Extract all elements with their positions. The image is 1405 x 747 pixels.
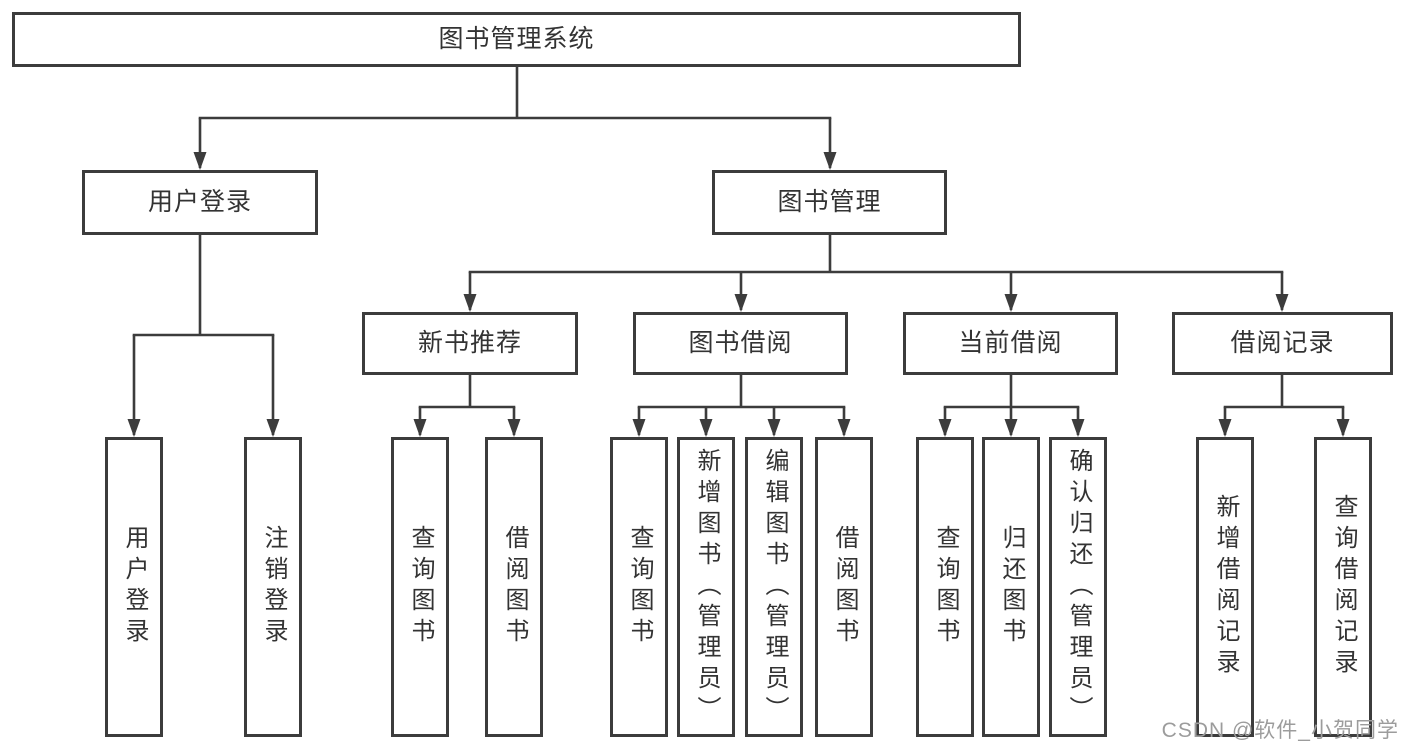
arrowhead-borrow-record [1275,294,1289,312]
arrowhead-leaf-borrow-books-2 [837,419,851,437]
arrowhead-leaf-return-books [1004,419,1018,437]
node-leaf-logout-label: 注销登录 [260,525,287,649]
node-leaf-edit-books-admin: 编辑图书（管理员） [745,437,803,737]
arrowhead-leaf-add-borrow-record [1218,419,1232,437]
node-leaf-query-borrow-record-label: 查询借阅记录 [1330,494,1357,680]
node-leaf-query-books-2-label: 查询图书 [626,525,653,649]
node-leaf-add-borrow-record-label: 新增借阅记录 [1212,494,1239,680]
node-leaf-return-books-label: 归还图书 [998,525,1025,649]
node-leaf-borrow-books-2-label: 借阅图书 [831,525,858,649]
node-leaf-query-books-1-label: 查询图书 [407,525,434,649]
node-leaf-add-borrow-record: 新增借阅记录 [1196,437,1254,737]
node-borrow-record-label: 借阅记录 [1230,329,1335,357]
node-leaf-confirm-return-admin-label: 确认归还（管理员） [1065,447,1092,727]
node-leaf-add-books-admin: 新增图书（管理员） [677,437,735,737]
node-leaf-borrow-books-1: 借阅图书 [485,437,543,737]
node-leaf-borrow-books-2: 借阅图书 [815,437,873,737]
node-book-mgmt-label: 图书管理 [777,188,882,216]
node-leaf-confirm-return-admin: 确认归还（管理员） [1049,437,1107,737]
arrowhead-leaf-logout [266,419,280,437]
arrowhead-book-borrow [734,294,748,312]
node-root-label: 图书管理系统 [438,25,595,53]
arrowhead-leaf-user-login [127,419,141,437]
node-book-borrow: 图书借阅 [633,312,848,375]
arrowhead-leaf-add-books [699,419,713,437]
node-leaf-query-books-3-label: 查询图书 [932,525,959,649]
node-leaf-query-borrow-record: 查询借阅记录 [1314,437,1372,737]
node-leaf-query-books-3: 查询图书 [916,437,974,737]
node-current-borrow-label: 当前借阅 [958,329,1063,357]
node-leaf-query-books-2: 查询图书 [610,437,668,737]
node-leaf-logout: 注销登录 [244,437,302,737]
node-leaf-add-books-admin-label: 新增图书（管理员） [693,447,720,727]
arrowhead-new-book-rec [463,294,477,312]
arrowhead-leaf-query-borrow-record [1336,419,1350,437]
node-user-login: 用户登录 [82,170,318,235]
node-leaf-user-login: 用户登录 [105,437,163,737]
arrowhead-current-borrow [1004,294,1018,312]
arrowhead-leaf-borrow-books-1 [507,419,521,437]
node-leaf-user-login-label: 用户登录 [121,525,148,649]
node-new-book-rec: 新书推荐 [362,312,578,375]
arrowhead-user-login [193,152,207,170]
arrowhead-book-mgmt [823,152,837,170]
node-leaf-query-books-1: 查询图书 [391,437,449,737]
node-book-borrow-label: 图书借阅 [688,329,793,357]
csdn-watermark: CSDN @软件_小贺同学 [1161,719,1399,742]
node-borrow-record: 借阅记录 [1172,312,1393,375]
arrowhead-leaf-query-books-3 [938,419,952,437]
node-root: 图书管理系统 [12,12,1021,67]
node-user-login-label: 用户登录 [147,188,252,216]
arrowhead-leaf-confirm-return [1071,419,1085,437]
node-leaf-borrow-books-1-label: 借阅图书 [501,525,528,649]
node-leaf-edit-books-admin-label: 编辑图书（管理员） [761,447,788,727]
node-leaf-return-books: 归还图书 [982,437,1040,737]
arrowhead-leaf-query-books-1 [413,419,427,437]
arrowhead-leaf-query-books-2 [632,419,646,437]
node-current-borrow: 当前借阅 [903,312,1118,375]
node-book-mgmt: 图书管理 [712,170,947,235]
arrowhead-leaf-edit-books [767,419,781,437]
node-new-book-rec-label: 新书推荐 [417,329,522,357]
